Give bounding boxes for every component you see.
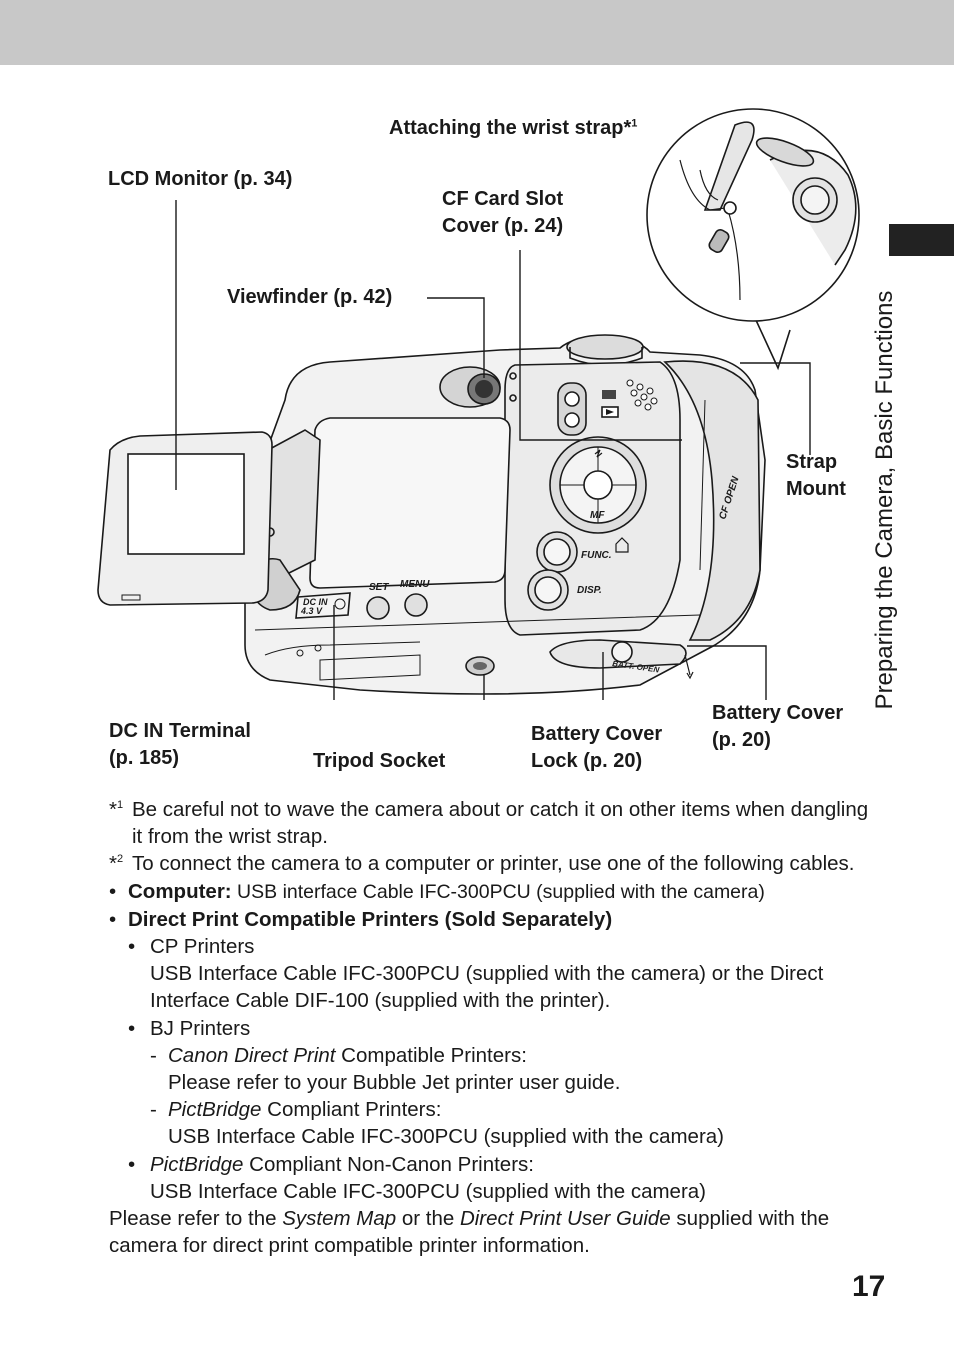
pictbridge-text: USB Interface Cable IFC-300PCU (supplied… xyxy=(168,1125,725,1149)
pictbridge-non-canon-text: USB Interface Cable IFC-300PCU (supplied… xyxy=(150,1179,707,1203)
label-cf-card-slot: CF Card Slot Cover (p. 24) xyxy=(442,188,564,237)
closing-paragraph: Please refer to the System Map or the Di… xyxy=(109,1207,830,1258)
page-number: 17 xyxy=(852,1270,886,1303)
menu-print: MENU xyxy=(400,579,430,590)
set-print: SET xyxy=(369,582,389,593)
section-title-vertical: Preparing the Camera, Basic Functions xyxy=(871,291,898,710)
dc-in-print: DC IN xyxy=(303,597,328,607)
label-viewfinder: Viewfinder (p. 42) xyxy=(227,286,393,308)
canon-direct-text: Please refer to your Bubble Jet printer … xyxy=(168,1071,621,1095)
cp-printers-text: USB Interface Cable IFC-300PCU (supplied… xyxy=(150,962,824,1013)
bullet-pictbridge-non-canon: •PictBridge Compliant Non-Canon Printers… xyxy=(128,1152,534,1176)
bullet-computer: •Computer: USB interface Cable IFC-300PC… xyxy=(109,879,765,903)
label-wrist-strap: Attaching the wrist strap*1 xyxy=(389,117,638,139)
label-strap-mount: Strap Mount xyxy=(786,451,846,500)
label-battery-cover: Battery Cover (p. 20) xyxy=(712,702,844,751)
section-tab xyxy=(889,224,954,256)
disp-print: DISP. xyxy=(577,585,602,596)
camera-back-illustration: DC IN 4.3 V SET MENU FUNC. DISP. MF BATT… xyxy=(97,108,860,700)
mf-print: MF xyxy=(590,510,605,521)
label-tripod-socket: Tripod Socket xyxy=(313,750,446,772)
bullet-bj-printers: •BJ Printers xyxy=(128,1016,251,1040)
label-battery-cover-lock: Battery Cover Lock (p. 20) xyxy=(531,723,663,772)
header-band xyxy=(0,0,954,65)
dash-canon-direct: -Canon Direct Print Compatible Printers: xyxy=(150,1043,527,1067)
func-print: FUNC. xyxy=(581,550,612,561)
label-dc-in-terminal: DC IN Terminal (p. 185) xyxy=(109,720,251,769)
label-lcd-monitor: LCD Monitor (p. 34) xyxy=(108,168,293,190)
bullet-direct-print: •Direct Print Compatible Printers (Sold … xyxy=(109,907,613,931)
dash-pictbridge: -PictBridge Compliant Printers: xyxy=(150,1098,442,1122)
dc-in-volt-print: 4.3 V xyxy=(300,606,323,616)
bullet-cp-printers: •CP Printers xyxy=(128,935,255,959)
